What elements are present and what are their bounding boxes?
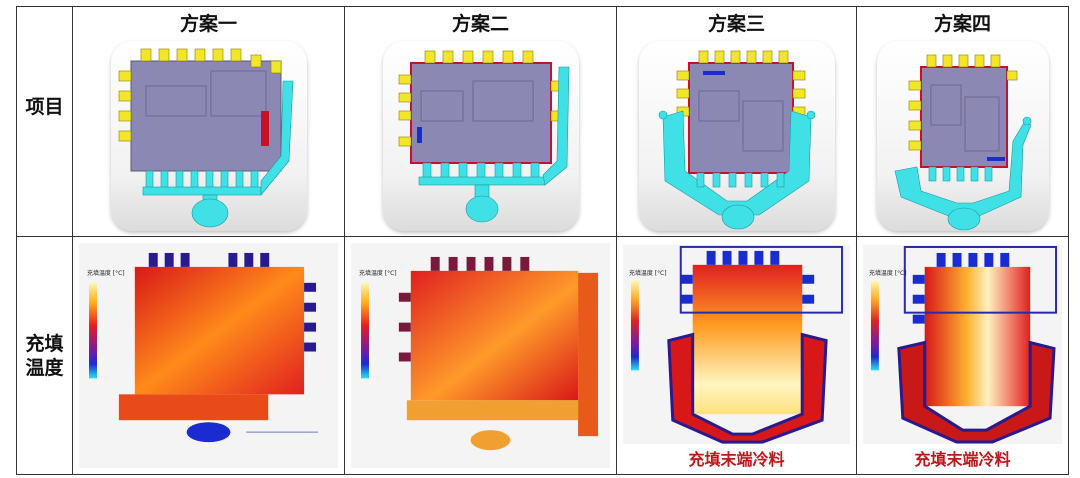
scheme1-model-cell: 方案一 [72,6,345,237]
scheme4-temp-cell: 充填温度 [°C] 充填末端冷料 [856,236,1069,475]
scheme3-model-cell: 方案三 [616,6,857,237]
legend-title-3: 充填温度 [°C] [629,269,667,277]
scheme4-caption: 充填末端冷料 [914,450,1011,469]
scheme1-model-image [110,41,307,231]
scheme1-temperature-plot: 充填温度 [°C] [79,243,338,468]
legend-title-4: 充填温度 [°C] [869,269,907,277]
legend-title-2: 充填温度 [°C] [359,269,397,277]
scheme4-temperature-plot: 充填温度 [°C] [863,243,1062,446]
row-label-temp-line2: 温度 [25,356,64,379]
scheme3-temp-cell: 充填温度 [°C] 充填末端冷料 [616,236,857,475]
scheme4-model-image [876,41,1049,231]
scheme3-caption: 充填末端冷料 [688,450,785,469]
row-label-temp-line1: 充填 [25,332,64,355]
cold-region-box [679,245,844,314]
row-label-item: 项目 [25,96,64,118]
scheme4-model-cell: 方案四 [856,6,1069,237]
row-label-temp: 充填 温度 [17,332,72,380]
scheme1-temp-cell: 充填温度 [°C] [72,236,345,475]
scheme2-model-image [382,41,579,231]
legend-title: 充填温度 [°C] [87,269,125,277]
scheme3-header: 方案三 [707,13,765,35]
scheme3-temperature-plot: 充填温度 [°C] [623,243,850,446]
corner-cell: 项目 [16,6,73,237]
temp-label-cell: 充填 温度 [16,236,73,475]
scheme3-model-image [638,41,835,231]
scheme4-header: 方案四 [933,13,991,35]
scheme2-model-cell: 方案二 [344,6,617,237]
scheme1-header: 方案一 [179,13,237,35]
comparison-table: 项目 方案一 [16,6,1069,475]
cold-region-box-4 [903,245,1058,314]
scheme2-temp-cell: 充填温度 [°C] [344,236,617,475]
scheme2-temperature-plot: 充填温度 [°C] [351,243,610,468]
scheme2-header: 方案二 [451,13,509,35]
